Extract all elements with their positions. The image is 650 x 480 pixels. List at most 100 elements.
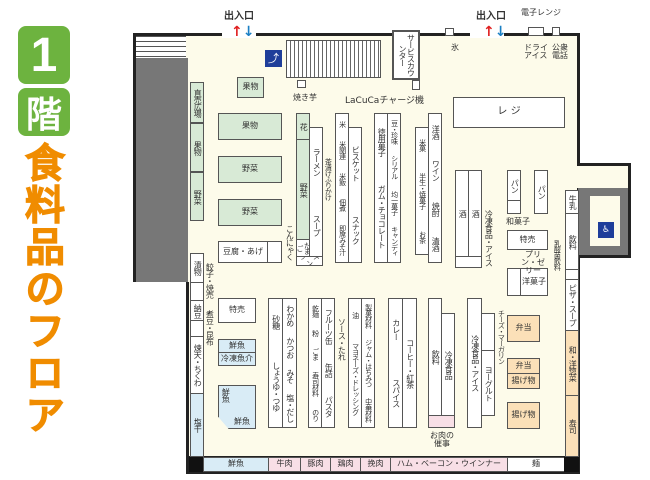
restroom-icon: ♿ <box>598 222 614 238</box>
tofu-shelf: 豆腐・あげ <box>218 241 268 263</box>
gyoza-label: 餃子・焼売 <box>205 263 215 298</box>
flower-shelf: 花 <box>296 113 310 140</box>
natto-shelf: 納豆 <box>190 300 204 321</box>
sugar-shelf: 砂糖しょうゆ・つゆ <box>268 298 283 428</box>
bottom-fresh-fish: 鮮魚 <box>203 457 269 472</box>
sauce-label: ソース・たれ <box>337 318 347 360</box>
floor-title: 食料品のフロア <box>18 142 65 437</box>
escalator <box>286 40 381 78</box>
fresh-fish-island-label: 鮮魚 <box>234 417 250 426</box>
baking-shelf: 製菓材料ジャム・はちみつ中華材料 <box>361 298 375 428</box>
fruit-small-table: 果物 <box>237 77 264 98</box>
yakiimo-stand <box>297 80 306 88</box>
entrance-right-arrows[interactable]: ↑↓ <box>483 24 507 40</box>
frozen-seafood-case: 冷凍魚介 <box>218 352 256 366</box>
yakiimo-label: 焼き芋 <box>293 93 317 102</box>
ice-label: 氷 <box>451 43 459 52</box>
bottom-pork: 豚肉 <box>300 457 331 472</box>
direct-sales: 直売広場 <box>190 82 204 123</box>
meat-event-label: お肉の催事 <box>430 431 454 449</box>
vegetable-table-1: 野菜 <box>218 156 282 183</box>
microwave <box>528 27 544 36</box>
himono-shelf: 塩干 <box>190 393 204 457</box>
value-sweets-shelf: 徳用菓子ガム・チョコレート <box>374 113 388 263</box>
bottom-noodles: 麺 <box>507 457 565 472</box>
liquor-shelf: 洋酒ワイン焼酎清酒 <box>428 113 442 263</box>
ramen-soup-shelf: ラーメンスープ <box>309 127 323 257</box>
fresh-fish-island: 鮮魚 <box>218 385 256 429</box>
bread-shelf-1: パン <box>507 170 521 201</box>
ramen-end-shelf: ラーメン <box>296 256 323 266</box>
frozen-ice-label: 冷凍食品・アイス <box>484 210 494 266</box>
deli-shelf: 和・洋惣菜 <box>565 330 579 396</box>
nimame-label: 煮豆・昆布 <box>205 310 215 345</box>
canned-fruit-shelf: フルーツ缶缶詰パスタ <box>321 298 335 428</box>
pickles-shelf: 漬物 <box>190 253 204 283</box>
bento-2: 弁当 <box>507 358 540 374</box>
fruit-table: 果物 <box>218 113 282 140</box>
dry-ice-label: ドライアイス <box>524 43 548 61</box>
coffee-tea-shelf: コーヒー・紅茶 <box>402 298 417 428</box>
cheese-shelf <box>481 313 495 351</box>
frozen-ice-shelf: 冷凍食品・アイス <box>467 298 482 428</box>
microwave-label: 電子レンジ <box>521 8 561 17</box>
bottom-ham-bacon: ハム・ベーコン・ウインナー <box>390 457 508 472</box>
fish-special: 特売 <box>218 298 256 323</box>
fried-food-1: 揚げ物 <box>507 373 540 389</box>
entrance-left-label: 出入口 <box>224 11 254 22</box>
beverage-shelf: 飲料 <box>428 298 442 416</box>
milk-shelf: 牛乳 <box>565 190 579 214</box>
floor-number-badge: 1 <box>18 26 70 84</box>
bento-1: 弁当 <box>507 315 540 342</box>
entrance-right-label: 出入口 <box>476 11 506 22</box>
vegetable-shelf: 野菜 <box>296 139 310 240</box>
egg-shelf: たまご <box>296 239 310 257</box>
bottom-minced-meat: 挽肉 <box>360 457 391 472</box>
meat-event-area <box>428 415 455 428</box>
fruit-wall: 果物 <box>190 123 204 172</box>
payphone-label: 公衆電話 <box>552 43 568 61</box>
sake-shelf-2: 酒 <box>468 170 482 257</box>
gyoza-shelf <box>190 282 204 301</box>
drinks-shelf: 飲料 <box>565 213 579 270</box>
payphone <box>552 27 560 36</box>
ice-box <box>445 28 454 36</box>
curry-shelf: カレースパイス <box>388 298 403 428</box>
frozen-food-shelf: 冷凍食品 <box>441 313 455 416</box>
bakery-special: 特売 <box>507 230 548 250</box>
service-counter[interactable]: サービスカウンター <box>392 30 420 80</box>
pizza-soup-shelf: ピザ・スープ <box>565 279 579 331</box>
pudding-label: プリン・ゼリー <box>521 249 545 275</box>
register[interactable]: レ ジ <box>453 97 565 128</box>
nerimono-shelf: 煉天・ちくわ <box>190 336 204 394</box>
nimame-shelf <box>190 320 204 337</box>
fried-food-2: 揚げ物 <box>507 402 540 429</box>
fresh-fish-case: 鮮魚 <box>218 339 256 353</box>
escalator-icon: ⤴ <box>265 50 282 67</box>
elevator-shaft-block <box>136 58 188 282</box>
oil-shelf: 油マヨネーズ・ドレッシング <box>348 298 362 428</box>
seaweed-shelf: わかめかつおみそ塩・だし <box>282 298 297 428</box>
lacuca-label: LaCuCaチャージ機 <box>345 96 425 106</box>
vegetable-wall: 野菜 <box>190 172 204 221</box>
bottom-chicken: 鶏肉 <box>330 457 361 472</box>
entrance-left-arrows[interactable]: ↑↓ <box>231 24 255 40</box>
charge-machine[interactable] <box>412 80 420 90</box>
candy-shelf: 豆・珍味シリアル均一菓子キャンディ <box>387 113 401 263</box>
lactic-label: 乳酸菌飲料 <box>553 240 562 270</box>
konnyaku-label: こんにゃく <box>285 225 295 260</box>
sushi-shelf: 寿司 <box>565 395 579 457</box>
frozen-case <box>455 256 482 268</box>
sake-shelf-1: 酒 <box>455 170 469 257</box>
vegetable-table-2: 野菜 <box>218 199 282 226</box>
wagashi-shelf <box>507 200 521 214</box>
bottom-beef: 牛肉 <box>268 457 301 472</box>
chazuke-label: 茶漬けふりかけ <box>324 158 333 200</box>
yogurt-shelf: ヨーグルト <box>481 350 495 416</box>
bread-shelf-2: パン <box>534 170 548 214</box>
rice-shelf: 米米関連米飯佃煮即席みそ汁 <box>335 113 349 263</box>
snack-shelf: ビスケットスナック <box>348 127 362 263</box>
rice-cracker-shelf: 米菓半生・焼菓子お茶 <box>415 127 429 255</box>
yogashi-shelf: 洋菓子 <box>520 268 548 296</box>
wagashi-label: 和菓子 <box>506 217 530 226</box>
